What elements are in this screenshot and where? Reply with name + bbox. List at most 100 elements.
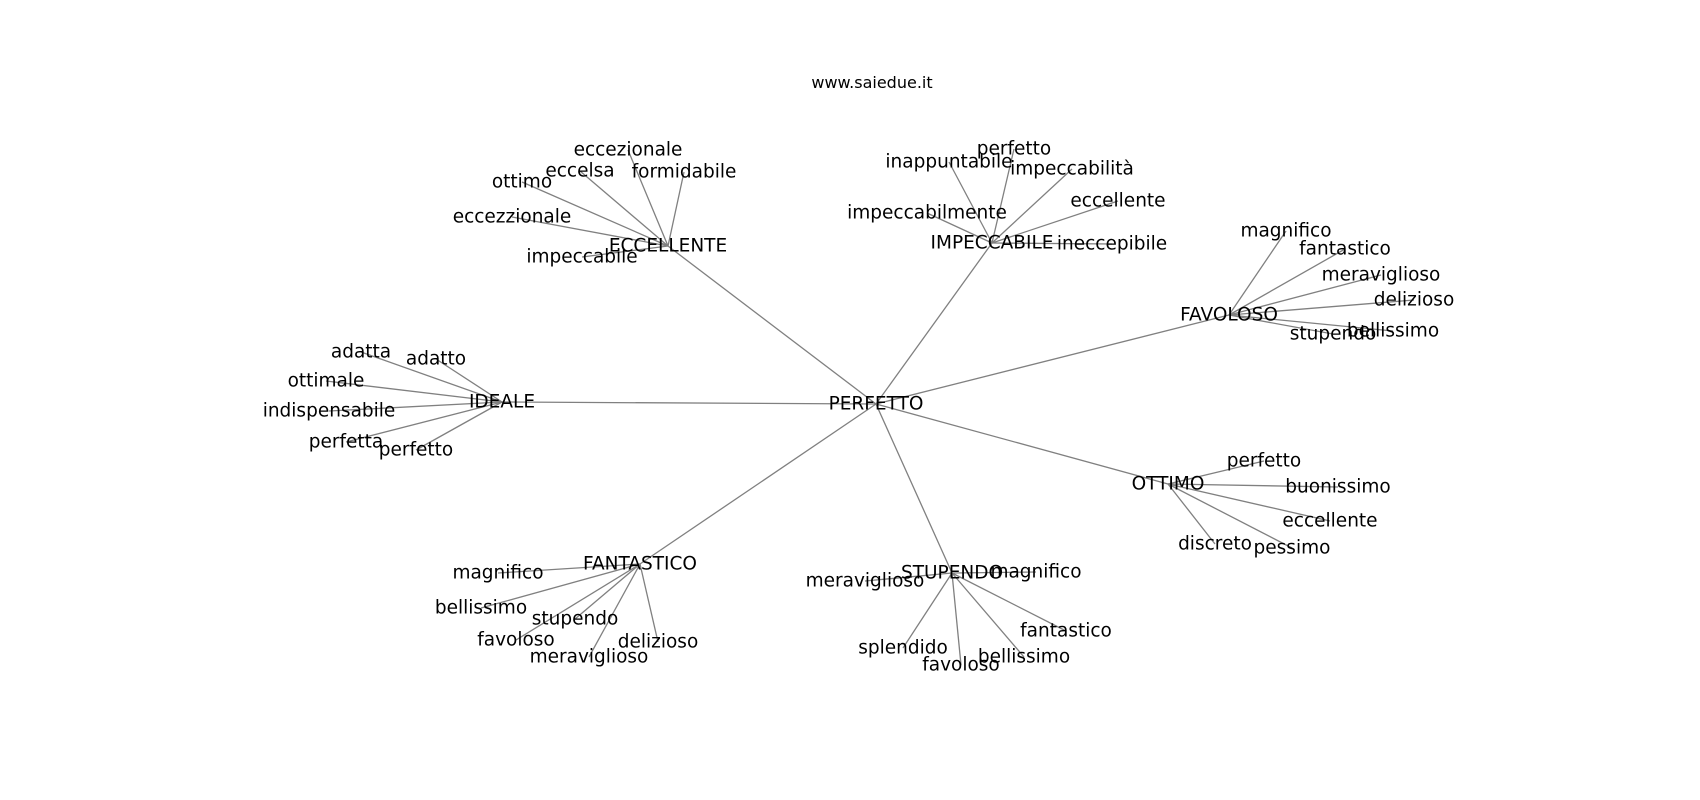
leaf-node: perfetto	[379, 440, 453, 461]
leaf-node: eccellente	[1282, 511, 1377, 532]
leaf-node: eccelsa	[545, 161, 614, 182]
leaf-node: stupendo	[1290, 324, 1377, 345]
leaf-node: impeccabilmente	[847, 203, 1007, 224]
leaf-node: inappuntabile	[885, 152, 1012, 173]
graph-edge	[991, 242, 1113, 245]
graph-edge	[1228, 248, 1346, 316]
leaf-node: formidabile	[632, 162, 737, 183]
leaf-node: pessimo	[1254, 538, 1331, 559]
graph-edge	[501, 401, 877, 405]
leaf-node: delizioso	[1374, 290, 1455, 311]
leaf-node: perfetta	[309, 432, 383, 453]
graph-edge	[902, 572, 953, 649]
leaf-node: splendido	[858, 638, 948, 659]
site-caption: www.saiedue.it	[811, 73, 932, 92]
graph-edge	[1167, 460, 1265, 485]
graph-edge	[480, 563, 641, 609]
leaf-node: ineccepibile	[1057, 234, 1167, 255]
leaf-node: eccezionale	[574, 140, 683, 161]
leaf-node: buonissimo	[1285, 477, 1390, 498]
leaf-node: magnifico	[990, 562, 1081, 583]
graph-edge	[415, 401, 503, 451]
graph-edge	[951, 571, 1037, 574]
hub-node: FANTASTICO	[583, 554, 697, 575]
graph-edge	[435, 358, 503, 403]
hub-node: FAVOLOSO	[1180, 305, 1278, 326]
leaf-node: magnifico	[1240, 221, 1331, 242]
graph-edge	[639, 563, 659, 643]
graph-edge	[951, 572, 1025, 658]
leaf-node: fantastico	[1299, 239, 1391, 260]
graph-edge	[627, 149, 669, 247]
graph-edge	[511, 216, 669, 247]
leaf-node: fantastico	[1020, 621, 1112, 642]
graph-edge	[521, 181, 669, 247]
leaf-node: meraviglioso	[806, 571, 925, 592]
leaf-node: perfetto	[977, 139, 1051, 160]
graph-edge	[1167, 483, 1339, 488]
graph-edge	[991, 148, 1015, 244]
graph-edge	[328, 401, 503, 412]
leaf-node: perfetto	[1227, 451, 1301, 472]
leaf-node: magnifico	[452, 563, 543, 584]
graph-edge	[325, 380, 503, 403]
graph-edge	[667, 245, 877, 405]
leaf-node: adatta	[331, 342, 391, 363]
graph-edge	[667, 171, 685, 247]
graph-edge	[574, 563, 641, 620]
graph-edge	[951, 572, 962, 666]
graph-edge	[1228, 299, 1415, 316]
graph-edge	[639, 403, 877, 565]
graph-edge	[875, 242, 993, 405]
leaf-node: eccezzionale	[453, 207, 572, 228]
graph-edge	[948, 161, 993, 244]
hub-node: OTTIMO	[1132, 474, 1205, 495]
graph-edge	[1167, 483, 1293, 549]
leaf-node: bellissimo	[435, 598, 527, 619]
graph-edge	[1228, 314, 1334, 335]
graph-edge	[515, 563, 641, 641]
leaf-node: meraviglioso	[530, 647, 649, 668]
graph-edge	[360, 351, 503, 403]
hub-node: IMPECCABILE	[931, 233, 1054, 254]
graph-edge	[875, 314, 1230, 405]
leaf-node: favoloso	[477, 630, 555, 651]
leaf-node: ottimo	[492, 172, 552, 193]
graph-edge	[991, 200, 1119, 244]
graph-edge	[1228, 230, 1287, 316]
graph-edge	[875, 403, 953, 574]
leaf-node: favoloso	[922, 655, 1000, 676]
leaf-node: bellissimo	[1347, 321, 1439, 342]
graph-edge	[926, 212, 993, 244]
hub-node: STUPENDO	[901, 563, 1003, 584]
leaf-node: impeccabilità	[1010, 159, 1134, 180]
graph-edge	[1228, 274, 1382, 316]
graph-edge	[1167, 483, 1331, 522]
center-node: PERFETTO	[829, 394, 924, 415]
hub-node: IDEALE	[469, 392, 535, 413]
leaf-node: meraviglioso	[1322, 265, 1441, 286]
leaf-node: eccellente	[1070, 191, 1165, 212]
hub-node: ECCELLENTE	[609, 236, 727, 257]
leaf-node: bellissimo	[978, 647, 1070, 668]
graph-edge	[581, 245, 669, 258]
leaf-node: indispensabile	[263, 401, 396, 422]
leaf-node: adatto	[406, 349, 466, 370]
graph-edge	[875, 403, 1169, 485]
graph-edge	[497, 563, 641, 574]
graph-edge	[1167, 483, 1216, 545]
graph-edge	[579, 170, 669, 247]
graph-edge	[951, 572, 1067, 632]
graph-edges	[325, 148, 1415, 666]
graph-edge	[991, 168, 1073, 244]
graph-edge	[345, 401, 503, 443]
graph-edge	[588, 563, 641, 658]
leaf-node: discreto	[1178, 534, 1252, 555]
leaf-node: delizioso	[618, 632, 699, 653]
leaf-node: ottimale	[288, 371, 365, 392]
leaf-node: impeccabile	[526, 247, 637, 268]
graph-edge	[864, 572, 953, 582]
leaf-node: stupendo	[532, 609, 619, 630]
